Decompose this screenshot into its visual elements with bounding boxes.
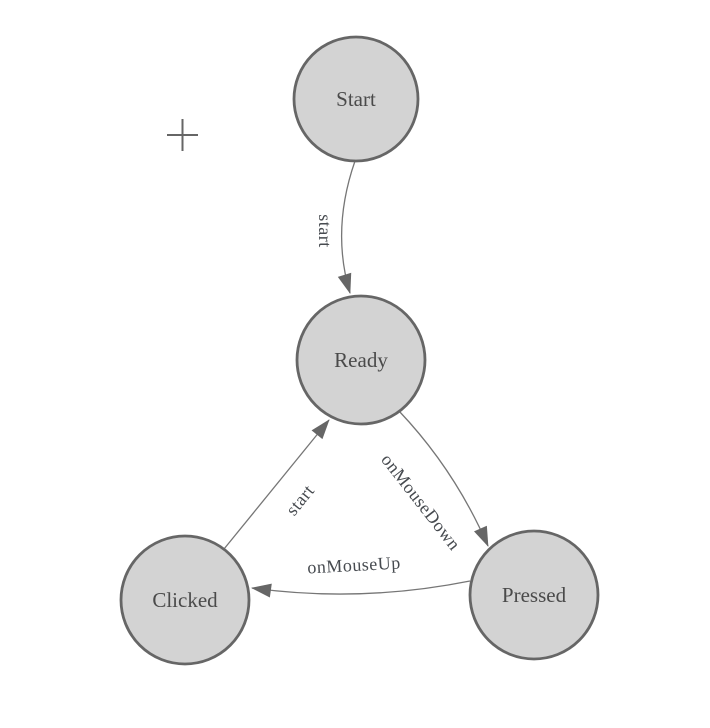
node-clicked-label: Clicked [152,588,218,612]
node-ready-label: Ready [334,348,388,372]
node-pressed-label: Pressed [502,583,567,607]
edge-start-to-ready-label: start [315,214,335,248]
node-clicked[interactable]: Clicked [119,534,251,666]
node-start[interactable]: Start [292,35,420,163]
node-ready[interactable]: Ready [295,294,427,426]
edge-clicked-to-ready-path[interactable] [223,419,330,550]
node-pressed[interactable]: Pressed [468,529,600,661]
edge-ready-to-pressed[interactable]: onMouseDown [377,410,489,554]
node-start-shape[interactable] [292,35,420,163]
edge-start-to-ready[interactable]: start [315,160,356,294]
edge-clicked-to-ready-label: start [282,481,319,520]
node-pressed-shape[interactable] [468,529,600,661]
node-start-label: Start [336,87,376,111]
edge-pressed-to-clicked-label: onMouseUp [307,553,401,578]
node-clicked-shape[interactable] [119,534,251,666]
edge-pressed-to-clicked-path[interactable] [251,580,471,598]
edge-ready-to-pressed-label: onMouseDown [377,450,464,554]
edge-start-to-ready-path[interactable] [337,160,356,294]
edge-ready-to-pressed-path[interactable] [398,410,489,547]
node-ready-shape[interactable] [295,294,427,426]
plus-crosshair-icon [167,119,198,151]
edge-pressed-to-clicked[interactable]: onMouseUp [251,553,471,598]
edge-clicked-to-ready[interactable]: start [223,419,330,550]
